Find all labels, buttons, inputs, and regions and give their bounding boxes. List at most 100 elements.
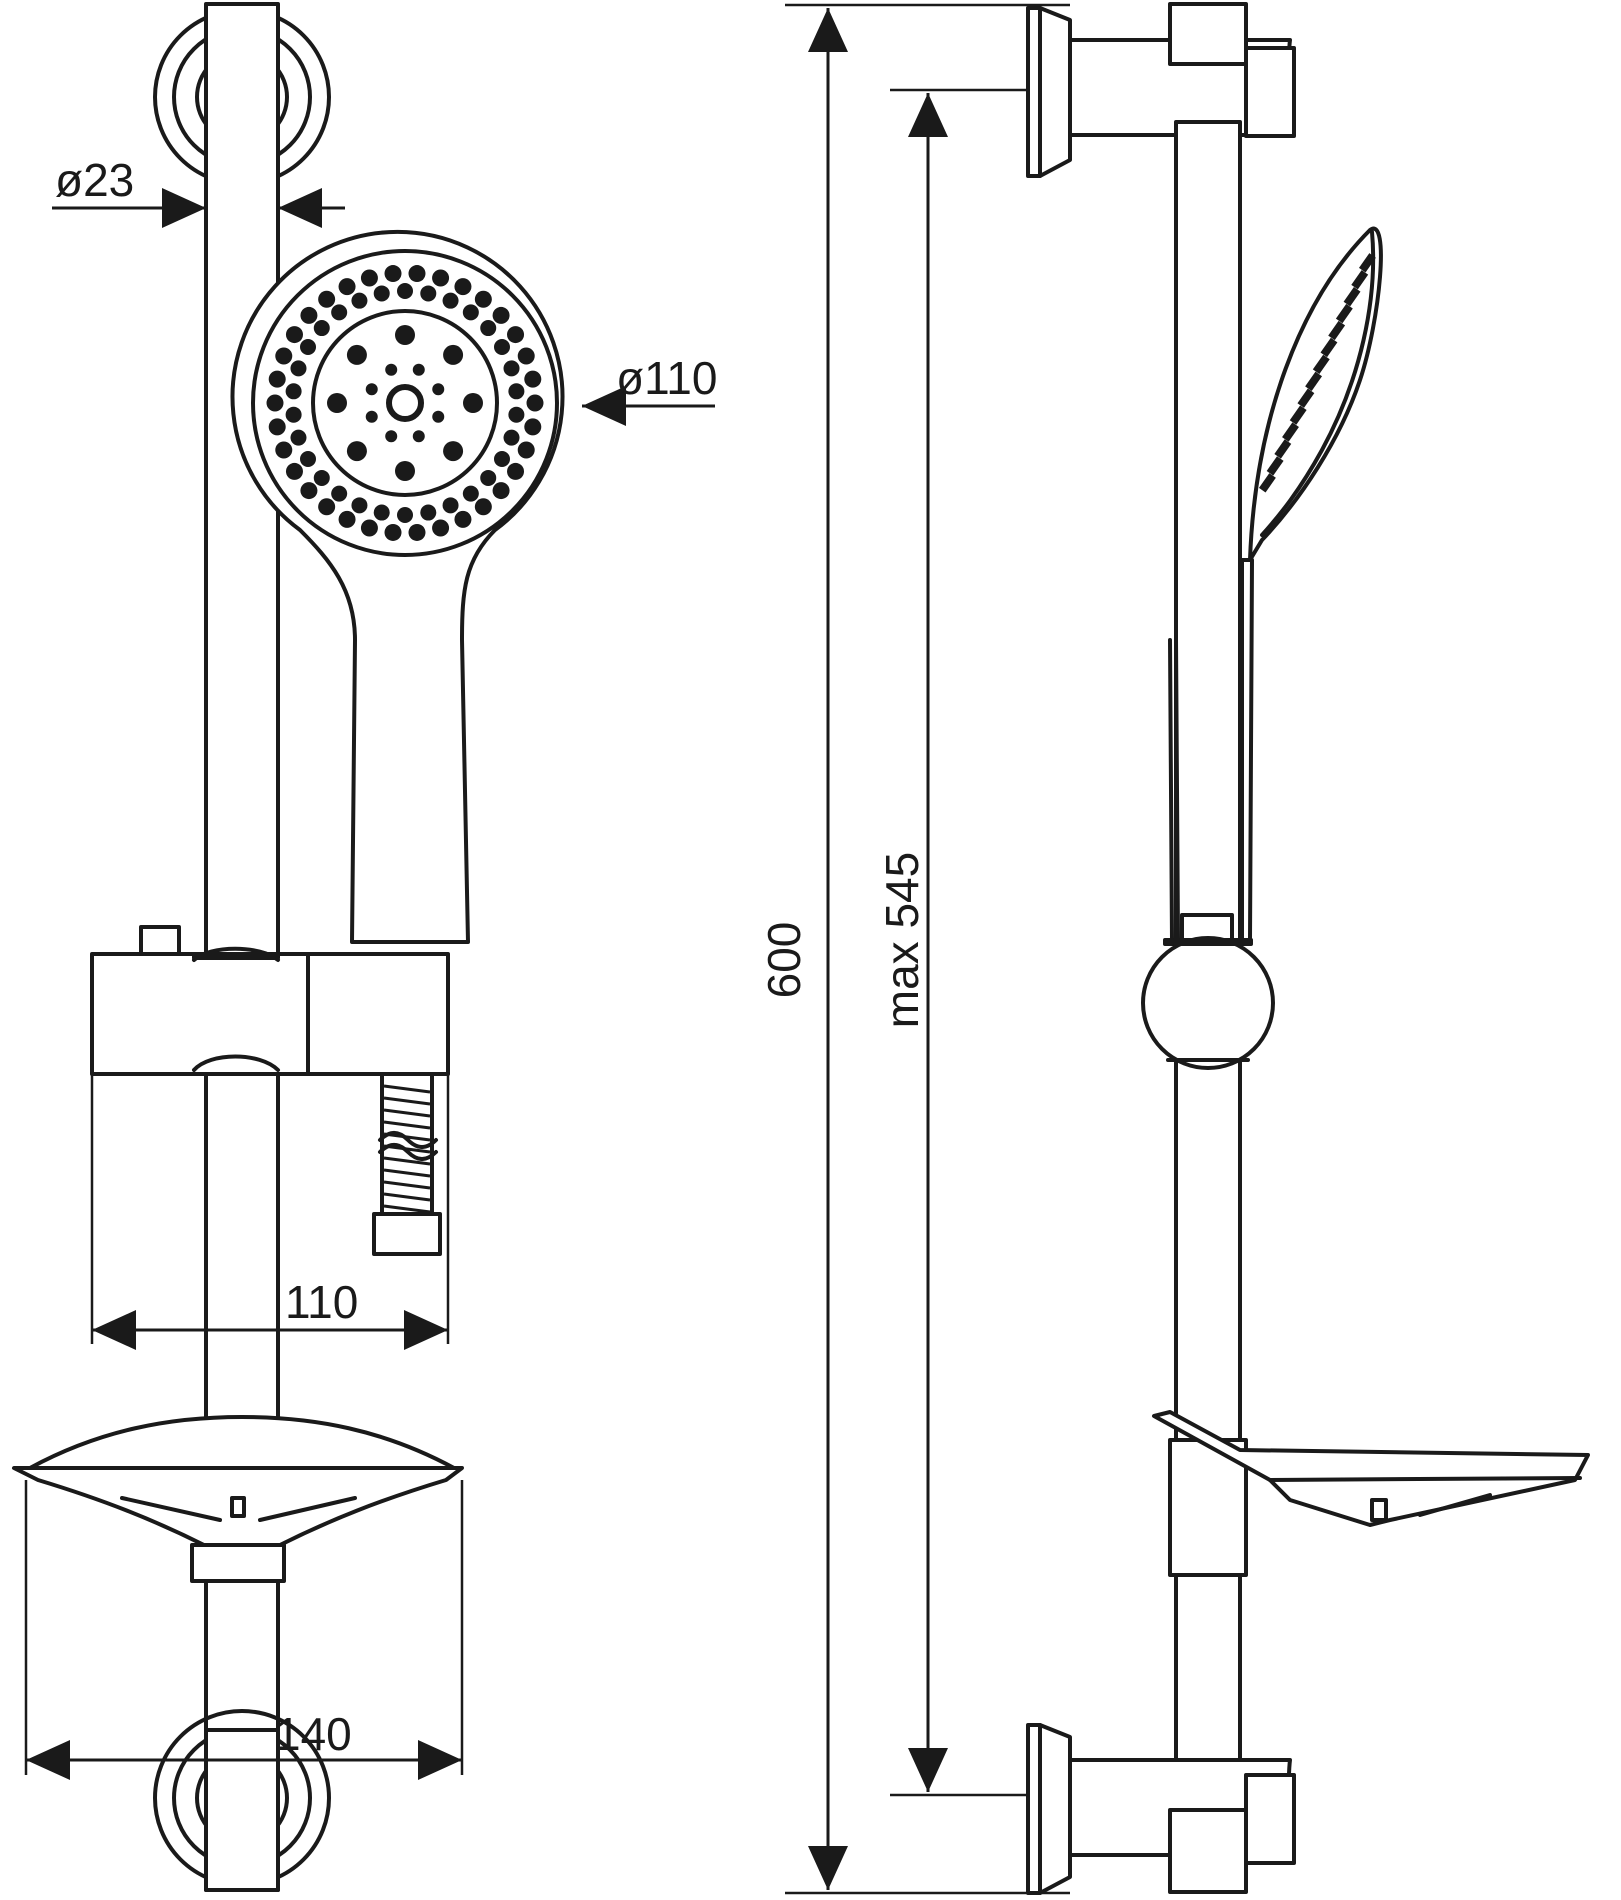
- hose-coil: [383, 1156, 431, 1166]
- nozzle: [331, 485, 348, 502]
- nozzle: [408, 265, 426, 283]
- nozzle: [365, 383, 378, 396]
- nozzle: [397, 507, 413, 523]
- dish-width-label: 140: [275, 1708, 352, 1760]
- hose-coil: [383, 1168, 431, 1178]
- nozzle: [290, 429, 307, 446]
- nozzle: [346, 441, 367, 462]
- nozzle: [346, 344, 367, 365]
- nozzle: [524, 418, 542, 436]
- nozzle: [492, 482, 510, 500]
- nozzle: [442, 497, 459, 514]
- nozzle: [385, 363, 398, 376]
- side-soap-dish: [1152, 1410, 1590, 1577]
- head-diameter-label: ø110: [616, 352, 717, 404]
- nozzle: [318, 290, 336, 308]
- dimension-rail-diameter: ø23: [52, 154, 345, 228]
- hand-shower: [230, 229, 565, 944]
- side-nozzle: [1328, 320, 1346, 341]
- nozzle: [313, 320, 330, 337]
- nozzle: [351, 497, 368, 514]
- side-slider: [1141, 913, 1275, 1070]
- nozzle: [474, 290, 492, 308]
- nozzle: [517, 347, 535, 365]
- dimension-total-height: 600: [758, 3, 1070, 1895]
- nozzle: [351, 292, 368, 309]
- nozzle: [432, 519, 450, 537]
- nozzle: [507, 326, 525, 344]
- nozzle: [503, 360, 520, 377]
- nozzle: [285, 462, 303, 480]
- nozzle: [480, 469, 497, 486]
- front-view: ø23 ø110 110 140: [12, 2, 717, 1892]
- nozzle: [412, 430, 425, 443]
- slider-width-label: 110: [285, 1276, 358, 1328]
- side-nozzle: [1335, 303, 1353, 324]
- nozzle: [300, 306, 318, 324]
- nozzle: [507, 462, 525, 480]
- nozzle: [384, 523, 402, 541]
- nozzle: [432, 410, 445, 423]
- hose-coil: [383, 1108, 431, 1118]
- nozzle: [432, 383, 445, 396]
- side-top-bracket: [1026, 2, 1296, 178]
- side-nozzle: [1351, 270, 1369, 290]
- nozzle: [462, 304, 479, 321]
- nozzle: [373, 504, 390, 521]
- dimension-dish-width: 140: [24, 1480, 464, 1780]
- dimension-head-diameter: ø110: [582, 352, 717, 426]
- nozzle: [300, 482, 318, 500]
- nozzle: [524, 370, 542, 388]
- nozzle: [300, 451, 317, 467]
- nozzle: [442, 292, 459, 309]
- side-nozzle: [1289, 405, 1307, 425]
- nozzle: [480, 320, 497, 337]
- side-bottom-bracket: [1026, 1723, 1296, 1895]
- hose-coil: [383, 1204, 431, 1214]
- bottom-wall-bracket: [153, 1709, 331, 1892]
- nozzle: [360, 519, 378, 537]
- nozzle: [313, 469, 330, 486]
- dimension-slider-width: 110: [90, 1074, 450, 1350]
- nozzle: [365, 410, 378, 423]
- side-nozzle: [1297, 388, 1315, 408]
- side-view: 600 max 545: [758, 2, 1590, 1895]
- side-nozzle: [1282, 422, 1299, 442]
- hose-coil: [383, 1120, 431, 1130]
- slider: [90, 925, 450, 1076]
- nozzle: [412, 363, 425, 376]
- nozzle: [275, 441, 293, 459]
- max-height-label: max 545: [876, 852, 928, 1028]
- nozzle: [285, 383, 302, 400]
- nozzle: [268, 418, 286, 436]
- side-nozzle: [1266, 456, 1284, 476]
- nozzle: [454, 278, 472, 296]
- nozzle: [517, 441, 535, 459]
- nozzle: [318, 498, 336, 516]
- side-nozzle: [1358, 253, 1376, 273]
- nozzle: [360, 269, 378, 287]
- nozzle: [474, 498, 492, 516]
- nozzle: [395, 325, 415, 345]
- hose-coil: [383, 1180, 431, 1190]
- nozzle-pattern: [266, 265, 544, 541]
- hose-coil: [383, 1096, 431, 1106]
- nozzle: [492, 306, 510, 324]
- side-nozzle: [1320, 337, 1338, 358]
- hose-coil: [383, 1192, 431, 1202]
- nozzle: [493, 339, 510, 355]
- nozzle: [275, 347, 293, 365]
- nozzle: [508, 406, 525, 423]
- total-height-label: 600: [758, 922, 810, 999]
- nozzle: [268, 370, 286, 388]
- nozzle: [462, 485, 479, 502]
- soap-dish: [12, 1415, 464, 1583]
- nozzle: [408, 523, 426, 541]
- nozzle: [285, 326, 303, 344]
- nozzle: [327, 393, 347, 413]
- dimension-max-height: max 545: [876, 88, 1028, 1797]
- nozzle: [338, 510, 356, 528]
- nozzle: [493, 451, 510, 467]
- rail-diameter-label: ø23: [55, 154, 134, 206]
- nozzle: [290, 360, 307, 377]
